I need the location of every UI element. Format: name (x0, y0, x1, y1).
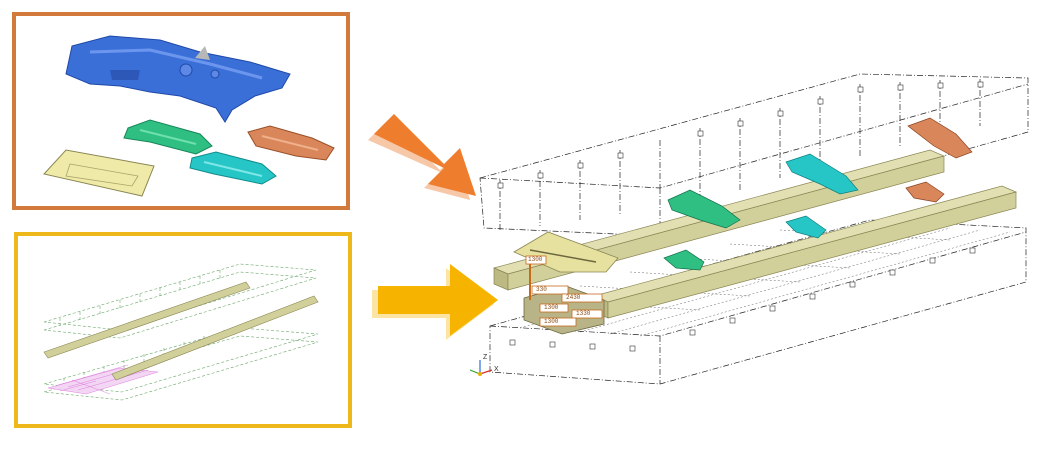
dimension-label: 1300 (544, 318, 559, 325)
dimension-label: 1330 (576, 310, 591, 317)
lower-frame (489, 219, 1027, 385)
assembly-cyan-parts (785, 153, 859, 239)
layout-panel (14, 232, 352, 428)
upper-frame-brackets (497, 81, 984, 189)
axis-triad (469, 360, 493, 376)
assembly-green-parts (663, 189, 741, 271)
axis-z-label: Z (483, 354, 488, 361)
lower-frame-brackets (509, 247, 976, 352)
beige-plate (43, 149, 155, 197)
fixture-block (523, 255, 605, 335)
dimension-label: 1300 (528, 256, 543, 263)
dimension-label: 330 (536, 286, 547, 293)
dimension-label: 1300 (544, 304, 559, 311)
layout-beams (43, 281, 319, 381)
cyan-part (189, 151, 277, 185)
lower-arrow (372, 264, 498, 340)
upper-frame (479, 73, 1029, 237)
dimension-label: 2430 (566, 294, 581, 301)
axis-x-label: X (494, 366, 499, 373)
assembly-copper-parts (905, 117, 973, 203)
green-part (123, 119, 213, 155)
copper-part (247, 125, 335, 161)
blue-part (65, 35, 291, 123)
upper-arrow (368, 114, 476, 200)
layout-wireframe-upper (43, 263, 317, 339)
